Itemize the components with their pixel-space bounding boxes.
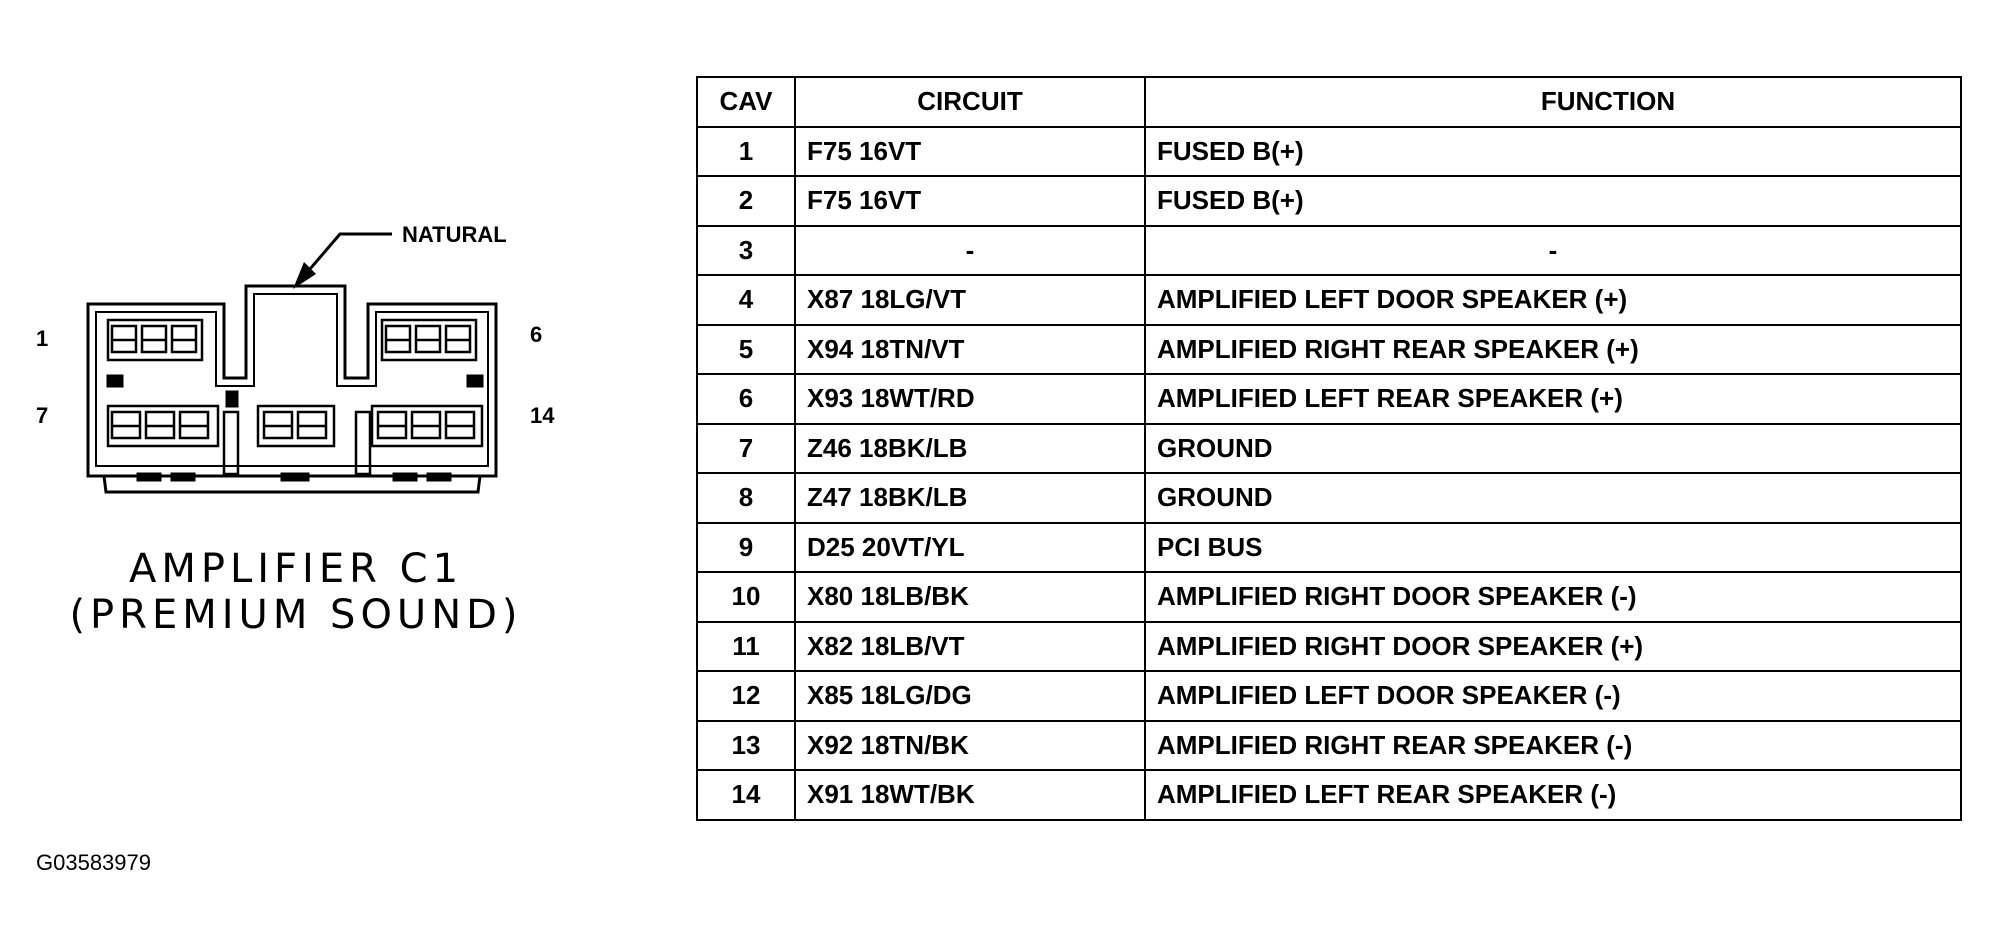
cav-cell: 5 (696, 323, 796, 375)
function-cell: AMPLIFIED RIGHT DOOR SPEAKER (-) (1144, 571, 1962, 623)
circuit-cell: - (794, 224, 1146, 276)
circuit-cell: F75 16VT (794, 125, 1146, 177)
header-cav: CAV (696, 76, 796, 128)
color-callout-label: NATURAL (402, 222, 507, 247)
function-cell: GROUND (1144, 422, 1962, 474)
cav-cell: 3 (696, 224, 796, 276)
circuit-cell: Z46 18BK/LB (794, 422, 1146, 474)
cav-cell: 13 (696, 719, 796, 771)
table-header-row: CAV CIRCUIT FUNCTION (696, 76, 1962, 128)
pin-label-6: 6 (530, 322, 542, 347)
circuit-cell: X82 18LB/VT (794, 620, 1146, 672)
cav-cell: 9 (696, 521, 796, 573)
circuit-cell: X94 18TN/VT (794, 323, 1146, 375)
function-cell: PCI BUS (1144, 521, 1962, 573)
pin-label-14: 14 (530, 403, 555, 428)
figure-id: G03583979 (36, 850, 151, 875)
circuit-cell: X92 18TN/BK (794, 719, 1146, 771)
circuit-cell: X80 18LB/BK (794, 571, 1146, 623)
circuit-cell: X87 18LG/VT (794, 274, 1146, 326)
cavities-top-right (380, 318, 478, 362)
cavities-top-left (106, 318, 204, 362)
circuit-cell: X93 18WT/RD (794, 373, 1146, 425)
circuit-cell: Z47 18BK/LB (794, 472, 1146, 524)
connector-face (86, 284, 498, 494)
cavities-bottom-left (106, 404, 220, 448)
cav-cell: 8 (696, 472, 796, 524)
function-cell: GROUND (1144, 472, 1962, 524)
pin-label-1: 1 (36, 326, 48, 351)
pin-label-7: 7 (36, 403, 48, 428)
function-cell: FUSED B(+) (1144, 125, 1962, 177)
connector-caption-line1: AMPLIFIER C1 (129, 546, 463, 592)
cav-cell: 7 (696, 422, 796, 474)
cav-cell: 2 (696, 175, 796, 227)
circuit-cell: X91 18WT/BK (794, 769, 1146, 821)
function-cell: - (1144, 224, 1962, 276)
circuit-cell: D25 20VT/YL (794, 521, 1146, 573)
cav-cell: 6 (696, 373, 796, 425)
cav-cell: 4 (696, 274, 796, 326)
function-cell: AMPLIFIED LEFT REAR SPEAKER (+) (1144, 373, 1962, 425)
function-cell: AMPLIFIED LEFT DOOR SPEAKER (+) (1144, 274, 1962, 326)
table-row: 3-- (696, 224, 1962, 276)
header-function: FUNCTION (1144, 76, 1962, 128)
function-cell: AMPLIFIED RIGHT REAR SPEAKER (+) (1144, 323, 1962, 375)
cav-cell: 14 (696, 769, 796, 821)
circuit-cell: F75 16VT (794, 175, 1146, 227)
cav-cell: 1 (696, 125, 796, 177)
header-circuit: CIRCUIT (794, 76, 1146, 128)
cav-cell: 10 (696, 571, 796, 623)
cavities-bottom-right (370, 404, 484, 448)
circuit-cell: X85 18LG/DG (794, 670, 1146, 722)
connector-caption-line2: (PREMIUM SOUND) (69, 592, 522, 638)
function-cell: AMPLIFIED RIGHT REAR SPEAKER (-) (1144, 719, 1962, 771)
callout-leader (293, 232, 392, 289)
cav-cell: 12 (696, 670, 796, 722)
function-cell: AMPLIFIED RIGHT DOOR SPEAKER (+) (1144, 620, 1962, 672)
cavities-bottom-middle (256, 404, 336, 448)
function-cell: FUSED B(+) (1144, 175, 1962, 227)
function-cell: AMPLIFIED LEFT DOOR SPEAKER (-) (1144, 670, 1962, 722)
cav-cell: 11 (696, 620, 796, 672)
function-cell: AMPLIFIED LEFT REAR SPEAKER (-) (1144, 769, 1962, 821)
